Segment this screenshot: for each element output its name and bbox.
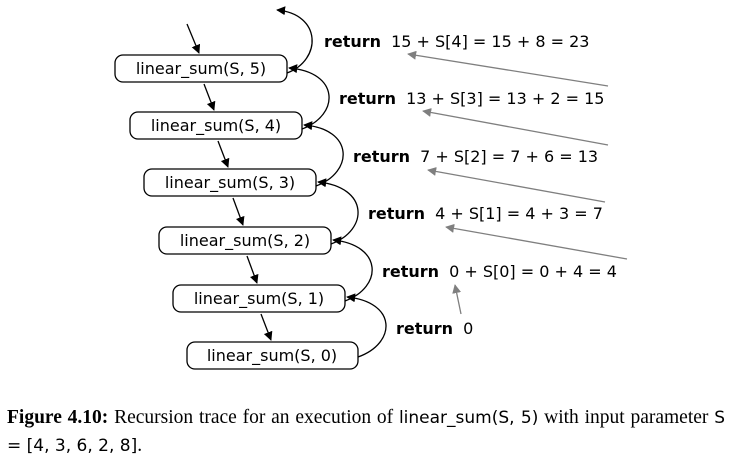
return-keyword: return [324,32,381,51]
svg-text:return 0: return 0 [396,319,473,338]
value-arrows [407,50,628,315]
return-label-4: return 13 + S[3] = 13 + 2 = 15 [339,89,604,108]
call-label: linear_sum(S, 3) [165,173,295,193]
svg-text:return 4 + S[1] = 4 + 3: return 4 + S[1] = 4 + 3 = 7 [368,204,603,223]
value-arrow [422,108,609,146]
figure-caption: Figure 4.10: Recursion trace for an exec… [7,404,725,460]
return-keyword: return [382,262,439,281]
caption-text: with input parameter [538,407,715,428]
return-arrow [332,236,373,302]
caption-text: Recursion trace for an execution of [108,407,399,428]
return-arrow [288,64,330,130]
call-label: linear_sum(S, 5) [136,59,266,79]
figure-label: Figure 4.10: [7,407,109,428]
return-arrow [317,178,359,245]
call-arrow [217,140,230,168]
return-label-3: return 7 + S[2] = 7 + 6 = 13 [353,147,598,166]
return-arrow [346,293,387,358]
return-keyword: return [396,319,453,338]
return-keyword: return [339,89,396,108]
call-box-2: linear_sum(S, 2) [158,226,332,255]
value-arrow [445,223,628,260]
call-box-5: linear_sum(S, 5) [114,54,288,83]
return-arrows [276,6,387,358]
call-arrow [246,255,259,284]
call-box-3: linear_sum(S, 3) [143,168,317,197]
return-expression: 13 + S[3] = 13 + 2 = 15 [406,89,604,108]
return-expression: 0 + S[0] = 0 + 4 = 4 [449,262,617,281]
return-expression: 15 + S[4] = 15 + 8 = 23 [391,32,589,51]
svg-text:return 15 + S[4] = 15 +: return 15 + S[4] = 15 + 8 = 23 [324,32,589,51]
call-label: linear_sum(S, 4) [151,116,281,136]
value-arrow [452,284,462,315]
svg-text:return 13 + S[3] = 13 +: return 13 + S[3] = 13 + 2 = 15 [339,89,604,108]
return-label-0: return 0 [396,319,473,338]
svg-text:return 0 + S[0] = 0 + 4: return 0 + S[0] = 0 + 4 = 4 [382,262,617,281]
call-arrow [203,83,216,111]
return-label-5: return 15 + S[4] = 15 + 8 = 23 [324,32,589,51]
caption-code-param: S = [4, 3, 6, 2, 8] [7,408,725,456]
call-box-4: linear_sum(S, 4) [129,111,303,140]
recursion-trace-diagram: linear_sum(S, 5) linear_sum(S, 4) linear… [114,6,628,370]
svg-text:return 7 + S[2] = 7 + 6: return 7 + S[2] = 7 + 6 = 13 [353,147,598,166]
call-arrow [186,23,201,54]
return-keyword: return [368,204,425,223]
value-arrow [427,167,606,203]
call-arrow [232,197,245,226]
call-arrows [186,23,273,341]
call-label: linear_sum(S, 1) [194,289,324,309]
call-arrow [260,313,273,341]
return-expression: 7 + S[2] = 7 + 6 = 13 [420,147,598,166]
caption-code-call: linear_sum(S, 5) [398,408,539,428]
return-keyword: return [353,147,410,166]
call-label: linear_sum(S, 2) [180,231,310,251]
call-label: linear_sum(S, 0) [207,346,337,366]
return-arrow [303,121,344,187]
return-expression: 0 [463,319,473,338]
value-arrow [407,50,609,87]
caption-text: . [137,435,143,456]
call-box-1: linear_sum(S, 1) [172,284,346,313]
return-label-1: return 0 + S[0] = 0 + 4 = 4 [382,262,617,281]
return-expression: 4 + S[1] = 4 + 3 = 7 [435,204,603,223]
return-label-2: return 4 + S[1] = 4 + 3 = 7 [368,204,603,223]
call-box-0: linear_sum(S, 0) [186,341,359,370]
